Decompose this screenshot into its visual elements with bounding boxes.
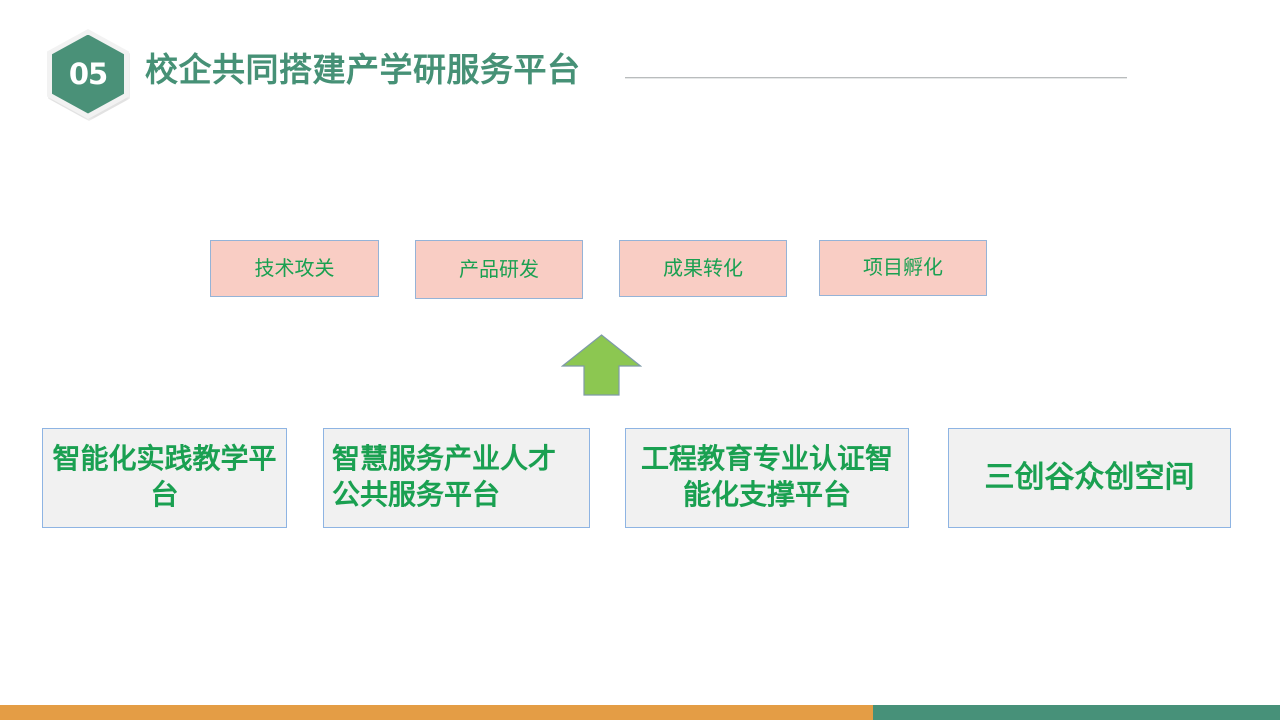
platform-box[interactable]: 三创谷众创空间 [948, 428, 1231, 528]
capability-box[interactable]: 项目孵化 [819, 240, 987, 296]
platform-box[interactable]: 智能化实践教学平台 [42, 428, 287, 528]
capability-box[interactable]: 成果转化 [619, 240, 787, 297]
platform-box[interactable]: 工程教育专业认证智能化支撑平台 [625, 428, 909, 528]
capability-box-label: 产品研发 [459, 258, 539, 281]
platform-box[interactable]: 智慧服务产业人才公共服务平台 [323, 428, 590, 528]
title-divider-line [625, 77, 1127, 79]
platform-box-label: 工程教育专业认证智能化支撑平台 [640, 444, 893, 511]
capability-box-label: 成果转化 [663, 257, 743, 280]
section-number-badge: 05 [47, 29, 130, 121]
capability-box[interactable]: 技术攻关 [210, 240, 379, 297]
capability-box-label: 技术攻关 [254, 257, 335, 280]
capability-box-label: 项目孵化 [863, 257, 943, 279]
platform-box-label: 智慧服务产业人才公共服务平台 [332, 444, 557, 511]
footer-bar-orange [0, 705, 873, 720]
platform-box-label: 智能化实践教学平台 [52, 444, 277, 511]
footer-bar-green [873, 705, 1280, 720]
slide-header: 05 校企共同搭建产学研服务平台 [0, 0, 1280, 130]
capability-box[interactable]: 产品研发 [415, 240, 583, 299]
page-title: 校企共同搭建产学研服务平台 [145, 51, 581, 88]
up-arrow-icon [561, 334, 642, 396]
section-number-label: 05 [68, 56, 108, 91]
platform-box-label: 三创谷众创空间 [984, 460, 1195, 494]
